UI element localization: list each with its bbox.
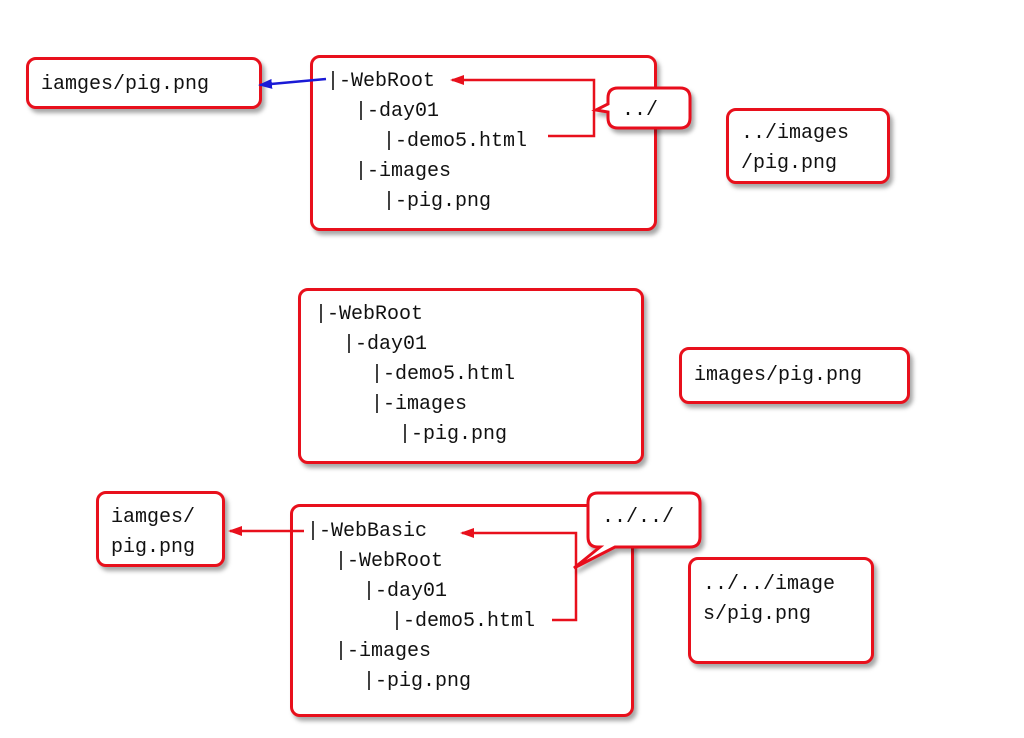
right-label-box-1: ../images /pig.png xyxy=(726,108,890,184)
tree-node-webroot: |-WebRoot xyxy=(327,70,436,93)
left-label-3-line-1: iamges/ xyxy=(111,506,196,529)
tree-node-day01: |-day01 xyxy=(343,333,428,356)
right-label-2: images/pig.png xyxy=(694,364,863,387)
left-label-box-3: iamges/ pig.png xyxy=(96,491,225,567)
tree-node-webroot: |-WebRoot xyxy=(315,303,424,326)
tree-node-day01: |-day01 xyxy=(355,100,440,123)
tree-node-pig: |-pig.png xyxy=(399,423,508,446)
tree-box-3: |-WebBasic |-WebRoot |-day01 |-demo5.htm… xyxy=(290,504,634,717)
tree-box-2: |-WebRoot |-day01 |-demo5.html |-images … xyxy=(298,288,644,464)
left-label-3-line-2: pig.png xyxy=(111,536,196,559)
right-label-box-2: images/pig.png xyxy=(679,347,910,404)
left-label-box-1: iamges/pig.png xyxy=(26,57,262,109)
right-label-1-line-1: ../images xyxy=(741,122,850,145)
right-label-box-3: ../../image s/pig.png xyxy=(688,557,874,664)
tree-node-webbasic: |-WebBasic xyxy=(307,520,428,543)
tree-node-webroot: |-WebRoot xyxy=(335,550,444,573)
callout-text-1: ../ xyxy=(622,99,659,122)
tree-node-demo5: |-demo5.html xyxy=(391,610,536,633)
right-label-3-line-2: s/pig.png xyxy=(703,603,812,626)
tree-node-pig: |-pig.png xyxy=(363,670,472,693)
tree-box-1: |-WebRoot |-day01 |-demo5.html |-images … xyxy=(310,55,657,231)
tree-node-pig: |-pig.png xyxy=(383,190,492,213)
right-label-1-line-2: /pig.png xyxy=(741,152,838,175)
tree-node-images: |-images xyxy=(371,393,468,416)
tree-node-demo5: |-demo5.html xyxy=(383,130,528,153)
tree-node-demo5: |-demo5.html xyxy=(371,363,516,386)
right-label-3-line-1: ../../image xyxy=(703,573,836,596)
tree-node-images: |-images xyxy=(335,640,432,663)
left-label-1: iamges/pig.png xyxy=(41,73,210,96)
callout-text-3: ../../ xyxy=(602,506,675,529)
tree-node-day01: |-day01 xyxy=(363,580,448,603)
tree-node-images: |-images xyxy=(355,160,452,183)
